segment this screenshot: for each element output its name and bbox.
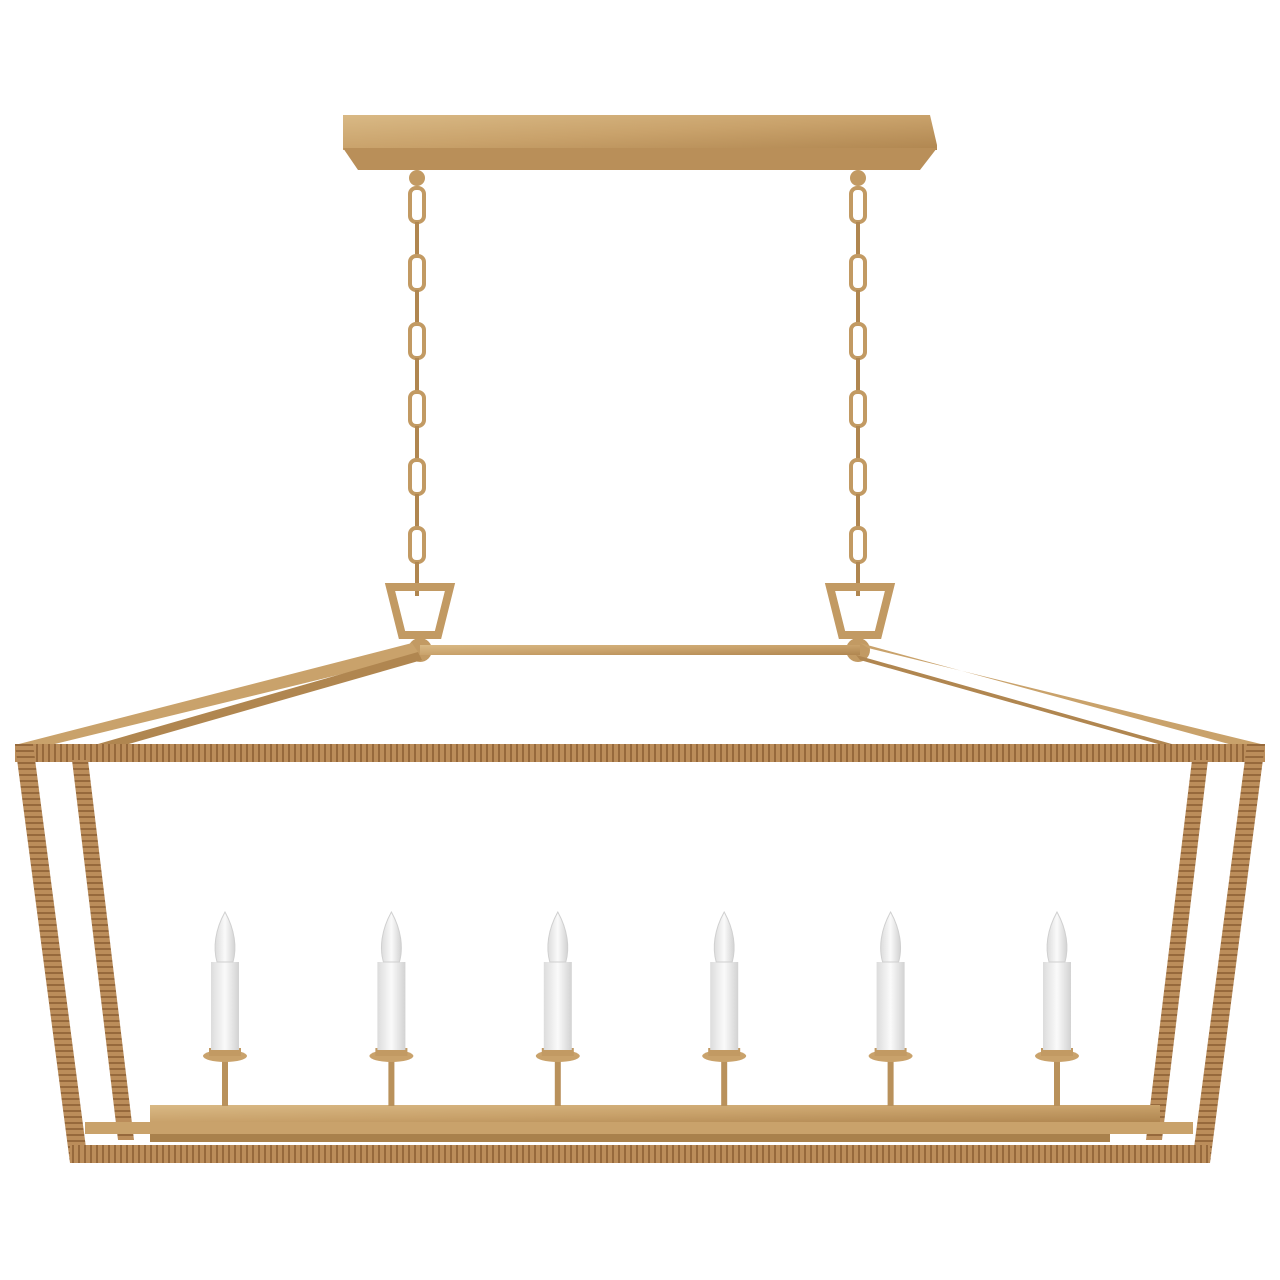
chain-left [408, 170, 426, 596]
candle [535, 910, 580, 1106]
chains [408, 170, 867, 596]
candle [702, 910, 747, 1106]
ceiling-canopy [343, 115, 937, 170]
lantern-top-frame [15, 643, 1265, 758]
candle-bar [150, 1105, 1160, 1122]
candle [369, 910, 414, 1106]
candle [203, 910, 247, 1106]
chain-right [849, 170, 867, 596]
candle [868, 910, 913, 1106]
candles [203, 910, 1079, 1106]
rattan-frame [15, 744, 1265, 1163]
candle [1035, 910, 1079, 1106]
